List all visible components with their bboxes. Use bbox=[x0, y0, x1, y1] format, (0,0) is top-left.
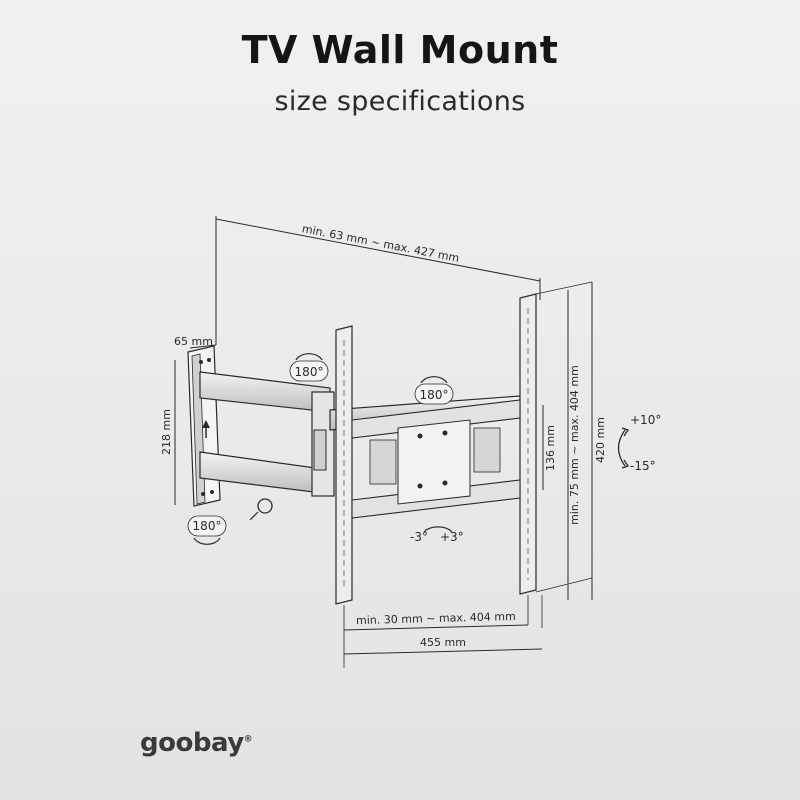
rotation-badge-middle: 180° bbox=[414, 376, 454, 405]
rotation-badge-bottom: 180° bbox=[187, 515, 227, 545]
logo-text: goobay bbox=[140, 728, 244, 758]
bracket-width-label: 455 mm bbox=[420, 636, 466, 649]
level-adjustment: -3° +3° bbox=[410, 526, 464, 544]
horizontal-dimensions: min. 30 mm ~ max. 404 mm 455 mm bbox=[343, 595, 543, 668]
right-vertical-rail bbox=[519, 293, 537, 595]
bracket-height-label: 420 mm bbox=[594, 417, 607, 463]
goobay-logo: goobay® bbox=[140, 728, 253, 758]
wall-plate: 65 mm 218 mm bbox=[160, 335, 221, 507]
rotation-badge-top: 180° bbox=[289, 353, 329, 382]
arm-swivel-middle-label: 180° bbox=[420, 388, 449, 402]
wall-plate-depth-label: 65 mm bbox=[174, 335, 213, 348]
arm-extension-label: min. 63 mm ~ max. 427 mm bbox=[301, 222, 460, 265]
wall-swivel-bottom-label: 180° bbox=[193, 519, 222, 533]
wall-plate-height-label: 218 mm bbox=[160, 409, 173, 455]
vesa-vertical-label: min. 75 mm ~ max. 404 mm bbox=[568, 365, 581, 525]
inner-height-label: 136 mm bbox=[544, 425, 557, 471]
arm-extension-dimension: min. 63 mm ~ max. 427 mm bbox=[215, 216, 541, 345]
left-vertical-rail bbox=[335, 325, 353, 605]
tilt-down-label: -15° bbox=[630, 459, 656, 473]
vertical-dimensions: 136 mm min. 75 mm ~ max. 404 mm 420 mm bbox=[535, 281, 607, 600]
tilt-up-label: +10° bbox=[630, 413, 661, 427]
tilt-indicator: +10° -15° bbox=[617, 413, 661, 473]
page-title: TV Wall Mount bbox=[241, 28, 559, 72]
vesa-horizontal-label: min. 30 mm ~ max. 404 mm bbox=[356, 610, 516, 627]
arm-swivel-top-label: 180° bbox=[295, 365, 324, 379]
level-minus-label: -3° bbox=[410, 530, 428, 544]
crossbars bbox=[351, 399, 521, 519]
page-subtitle: size specifications bbox=[274, 86, 526, 117]
level-plus-label: +3° bbox=[440, 530, 464, 544]
